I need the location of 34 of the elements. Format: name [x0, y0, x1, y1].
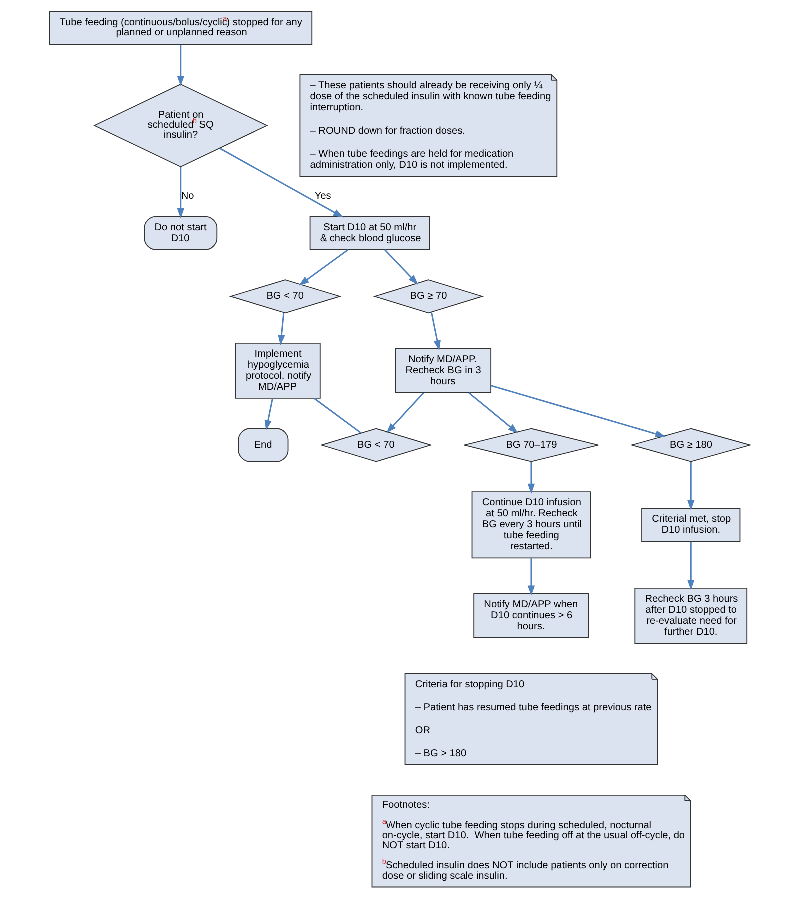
arrow [386, 392, 424, 434]
arrow [177, 45, 184, 86]
arrow [220, 148, 344, 218]
edge-label: Yes [314, 191, 332, 202]
node-box: Notify MD/APP. Recheck BG in 3 hours [395, 348, 492, 394]
node-box: Tube feeding (continuous/bolus/cyclic$^{a}$) stopped for any planned or unplanned reason [49, 11, 313, 46]
arrow [177, 167, 184, 219]
arrow [278, 312, 286, 346]
node-box: Continue D10 infusion at 50 ml/hr. Recheck BG every 3 hours until tube feeding restarted. [472, 492, 592, 559]
arrow [528, 462, 536, 494]
edge-label: No [181, 191, 194, 202]
node-box: Recheck BG 3 hours after D10 stopped to re-evaluate need for further D10. [634, 588, 748, 644]
node-box: End [238, 428, 289, 462]
node-box: Notify MD/APP when D10 continues > 6 hours. [474, 593, 590, 638]
arrow [528, 558, 536, 596]
arrow [384, 250, 418, 286]
node-diamond: BG < 70 [229, 280, 342, 314]
arrow [688, 462, 695, 511]
node-diamond: BG ≥ 180 [630, 428, 752, 462]
node-diamond: BG < 70 [320, 428, 433, 462]
arrow [688, 542, 695, 590]
node-box: Do not start D10 [144, 216, 218, 250]
node-diamond: BG ≥ 70 [373, 280, 484, 314]
arrow [264, 398, 274, 431]
node-diamond: Patient on scheduled$^{b}$ SQ insulin? [94, 84, 268, 168]
arrow [299, 249, 349, 286]
node-diamond: BG 70–179 [464, 428, 599, 462]
node-box: Start D10 at 50 ml/hr & check blood glucose [310, 216, 430, 250]
arrow [468, 392, 519, 434]
arrow [490, 385, 666, 438]
connector [314, 398, 362, 434]
node-box: Implement hypoglycemia protocol. notify MD/APP [236, 342, 321, 399]
node-box: Criterial met, stop D10 infusion. [642, 508, 741, 542]
arrow [431, 312, 441, 351]
